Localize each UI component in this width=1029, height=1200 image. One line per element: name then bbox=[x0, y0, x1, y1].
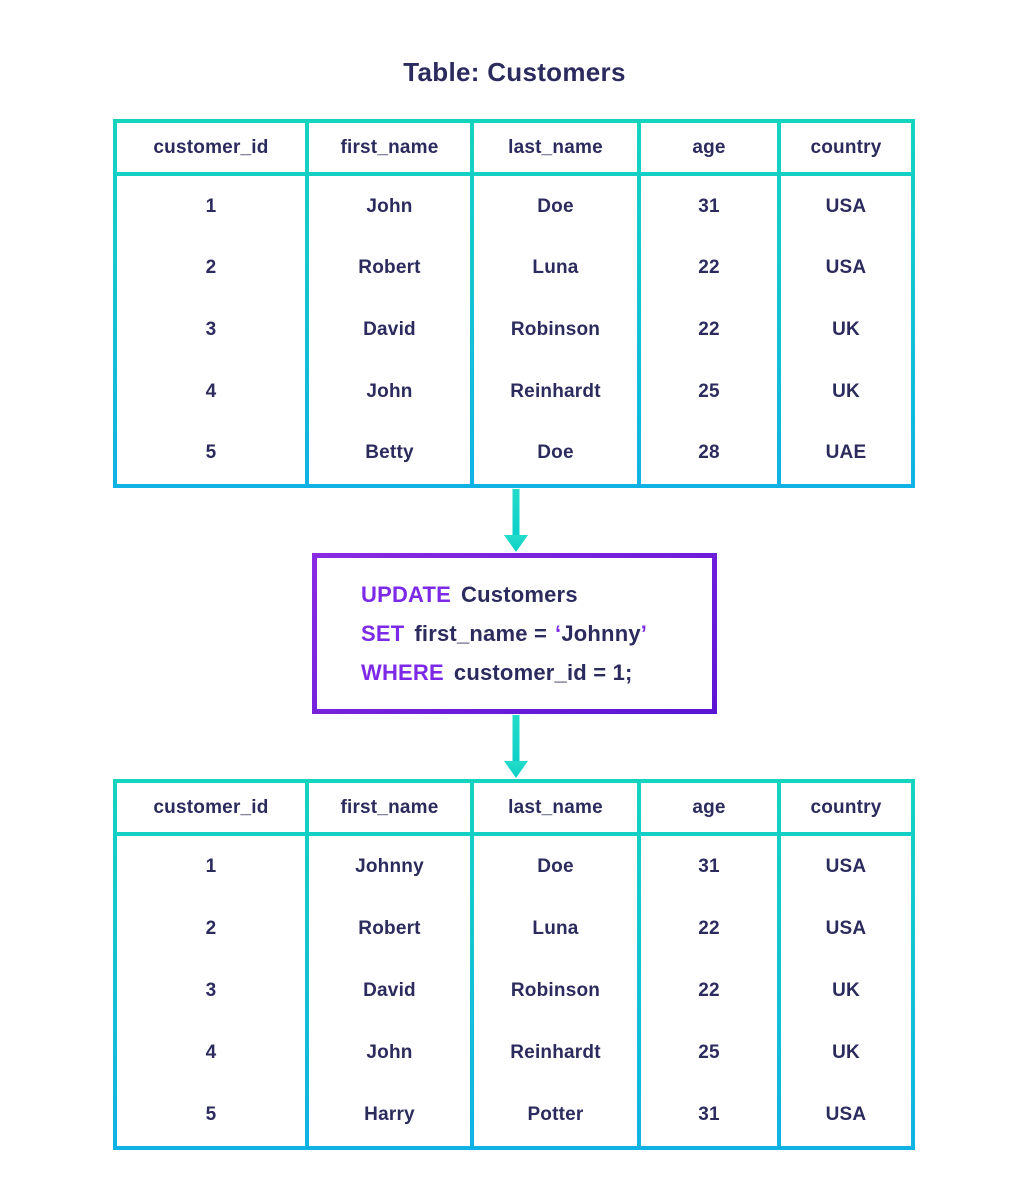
cell-value: 25 bbox=[698, 1042, 720, 1063]
column-values-customer-id: 1 2 3 4 5 bbox=[117, 836, 305, 1146]
cell-value: John bbox=[366, 380, 413, 402]
cell-value: 2 bbox=[205, 918, 217, 939]
column-values-country: USA USA UK UK USA bbox=[781, 836, 911, 1146]
cell-value: 31 bbox=[698, 1104, 720, 1125]
customers-table-after: customer_id first_name last_name age cou… bbox=[113, 779, 915, 1150]
column-values-age: 31 22 22 25 28 bbox=[641, 176, 777, 484]
cell-value: Doe bbox=[537, 195, 574, 217]
column-values-first-name: John Robert David John Betty bbox=[309, 176, 470, 484]
customers-table-before: customer_id first_name last_name age cou… bbox=[113, 119, 915, 488]
column-header-country: country bbox=[781, 123, 911, 172]
column-values-country: USA USA UK UK UAE bbox=[781, 176, 911, 484]
column-header-last-name: last_name bbox=[474, 783, 637, 832]
sql-keyword-where: WHERE bbox=[361, 660, 444, 685]
cell-value: Reinhardt bbox=[510, 380, 601, 402]
cell-value: UK bbox=[832, 380, 860, 402]
column-header-first-name: first_name bbox=[309, 783, 470, 832]
sql-keyword-set: SET bbox=[361, 621, 405, 646]
cell-value: David bbox=[363, 318, 416, 340]
column-header-customer-id: customer_id bbox=[117, 123, 305, 172]
column-header-customer-id: customer_id bbox=[117, 783, 305, 832]
cell-value: Johnny bbox=[355, 856, 424, 877]
cell-value: Robinson bbox=[510, 980, 601, 1001]
cell-value: Robert bbox=[358, 257, 421, 279]
cell-value: 22 bbox=[698, 257, 720, 279]
column-header-first-name: first_name bbox=[309, 123, 470, 172]
cell-value: 25 bbox=[698, 380, 720, 402]
cell-value: USA bbox=[825, 1104, 867, 1125]
sql-text: customer_id = 1; bbox=[453, 660, 633, 685]
cell-value: UAE bbox=[825, 442, 867, 464]
cell-value: 1 bbox=[205, 195, 217, 217]
cell-value: Robert bbox=[358, 918, 421, 939]
cell-value: Doe bbox=[537, 442, 574, 464]
cell-value: 31 bbox=[698, 856, 720, 877]
cell-value: 3 bbox=[205, 980, 217, 1001]
sql-text: Customers bbox=[461, 582, 578, 607]
sql-keyword-update: UPDATE bbox=[361, 582, 452, 607]
cell-value: 1 bbox=[205, 856, 217, 877]
cell-value: USA bbox=[825, 195, 867, 217]
cell-value: UK bbox=[832, 980, 860, 1001]
cell-value: 22 bbox=[698, 980, 720, 1001]
sql-line-set: SET first_name = ‘Johnny’ bbox=[361, 614, 712, 653]
close-quote: ’ bbox=[640, 621, 648, 646]
cell-value: UK bbox=[832, 1042, 860, 1063]
cell-value: Doe bbox=[537, 856, 574, 877]
cell-value: 31 bbox=[698, 195, 720, 217]
cell-value: 28 bbox=[698, 442, 720, 464]
column-values-age: 31 22 22 25 31 bbox=[641, 836, 777, 1146]
cell-value: Reinhardt bbox=[510, 1042, 601, 1063]
cell-value: USA bbox=[825, 257, 867, 279]
column-values-last-name: Doe Luna Robinson Reinhardt Doe bbox=[474, 176, 637, 484]
cell-value: 5 bbox=[205, 1104, 217, 1125]
cell-value: 5 bbox=[205, 442, 217, 464]
cell-value: USA bbox=[825, 856, 867, 877]
cell-value: 4 bbox=[205, 1042, 217, 1063]
column-header-age: age bbox=[641, 783, 777, 832]
page-title: Table: Customers bbox=[403, 57, 626, 87]
column-values-first-name: Johnny Robert David John Harry bbox=[309, 836, 470, 1146]
sql-value: Johnny bbox=[561, 621, 641, 646]
arrow-down-icon bbox=[504, 715, 528, 778]
arrow-down-icon bbox=[504, 489, 528, 552]
cell-value: USA bbox=[825, 918, 867, 939]
cell-value: UK bbox=[832, 318, 860, 340]
sql-line-where: WHERE customer_id = 1; bbox=[361, 653, 712, 692]
cell-value: David bbox=[363, 980, 416, 1001]
column-values-customer-id: 1 2 3 4 5 bbox=[117, 176, 305, 484]
cell-value: Luna bbox=[532, 257, 579, 279]
cell-value: Harry bbox=[364, 1104, 415, 1125]
cell-value: Luna bbox=[532, 918, 579, 939]
cell-value: 3 bbox=[205, 318, 217, 340]
column-header-age: age bbox=[641, 123, 777, 172]
cell-value: 22 bbox=[698, 318, 720, 340]
cell-value: John bbox=[366, 195, 413, 217]
cell-value: 2 bbox=[205, 257, 217, 279]
column-values-last-name: Doe Luna Robinson Reinhardt Potter bbox=[474, 836, 637, 1146]
cell-value: Robinson bbox=[510, 318, 601, 340]
cell-value: Betty bbox=[365, 442, 414, 464]
cell-value: 22 bbox=[698, 918, 720, 939]
open-quote: ‘ bbox=[555, 621, 562, 646]
cell-value: 4 bbox=[205, 380, 217, 402]
column-header-last-name: last_name bbox=[474, 123, 637, 172]
cell-value: Potter bbox=[527, 1104, 584, 1125]
column-header-country: country bbox=[781, 783, 911, 832]
cell-value: John bbox=[366, 1042, 413, 1063]
sql-line-update: UPDATE Customers bbox=[361, 575, 712, 614]
sql-text: first_name = bbox=[414, 621, 548, 646]
